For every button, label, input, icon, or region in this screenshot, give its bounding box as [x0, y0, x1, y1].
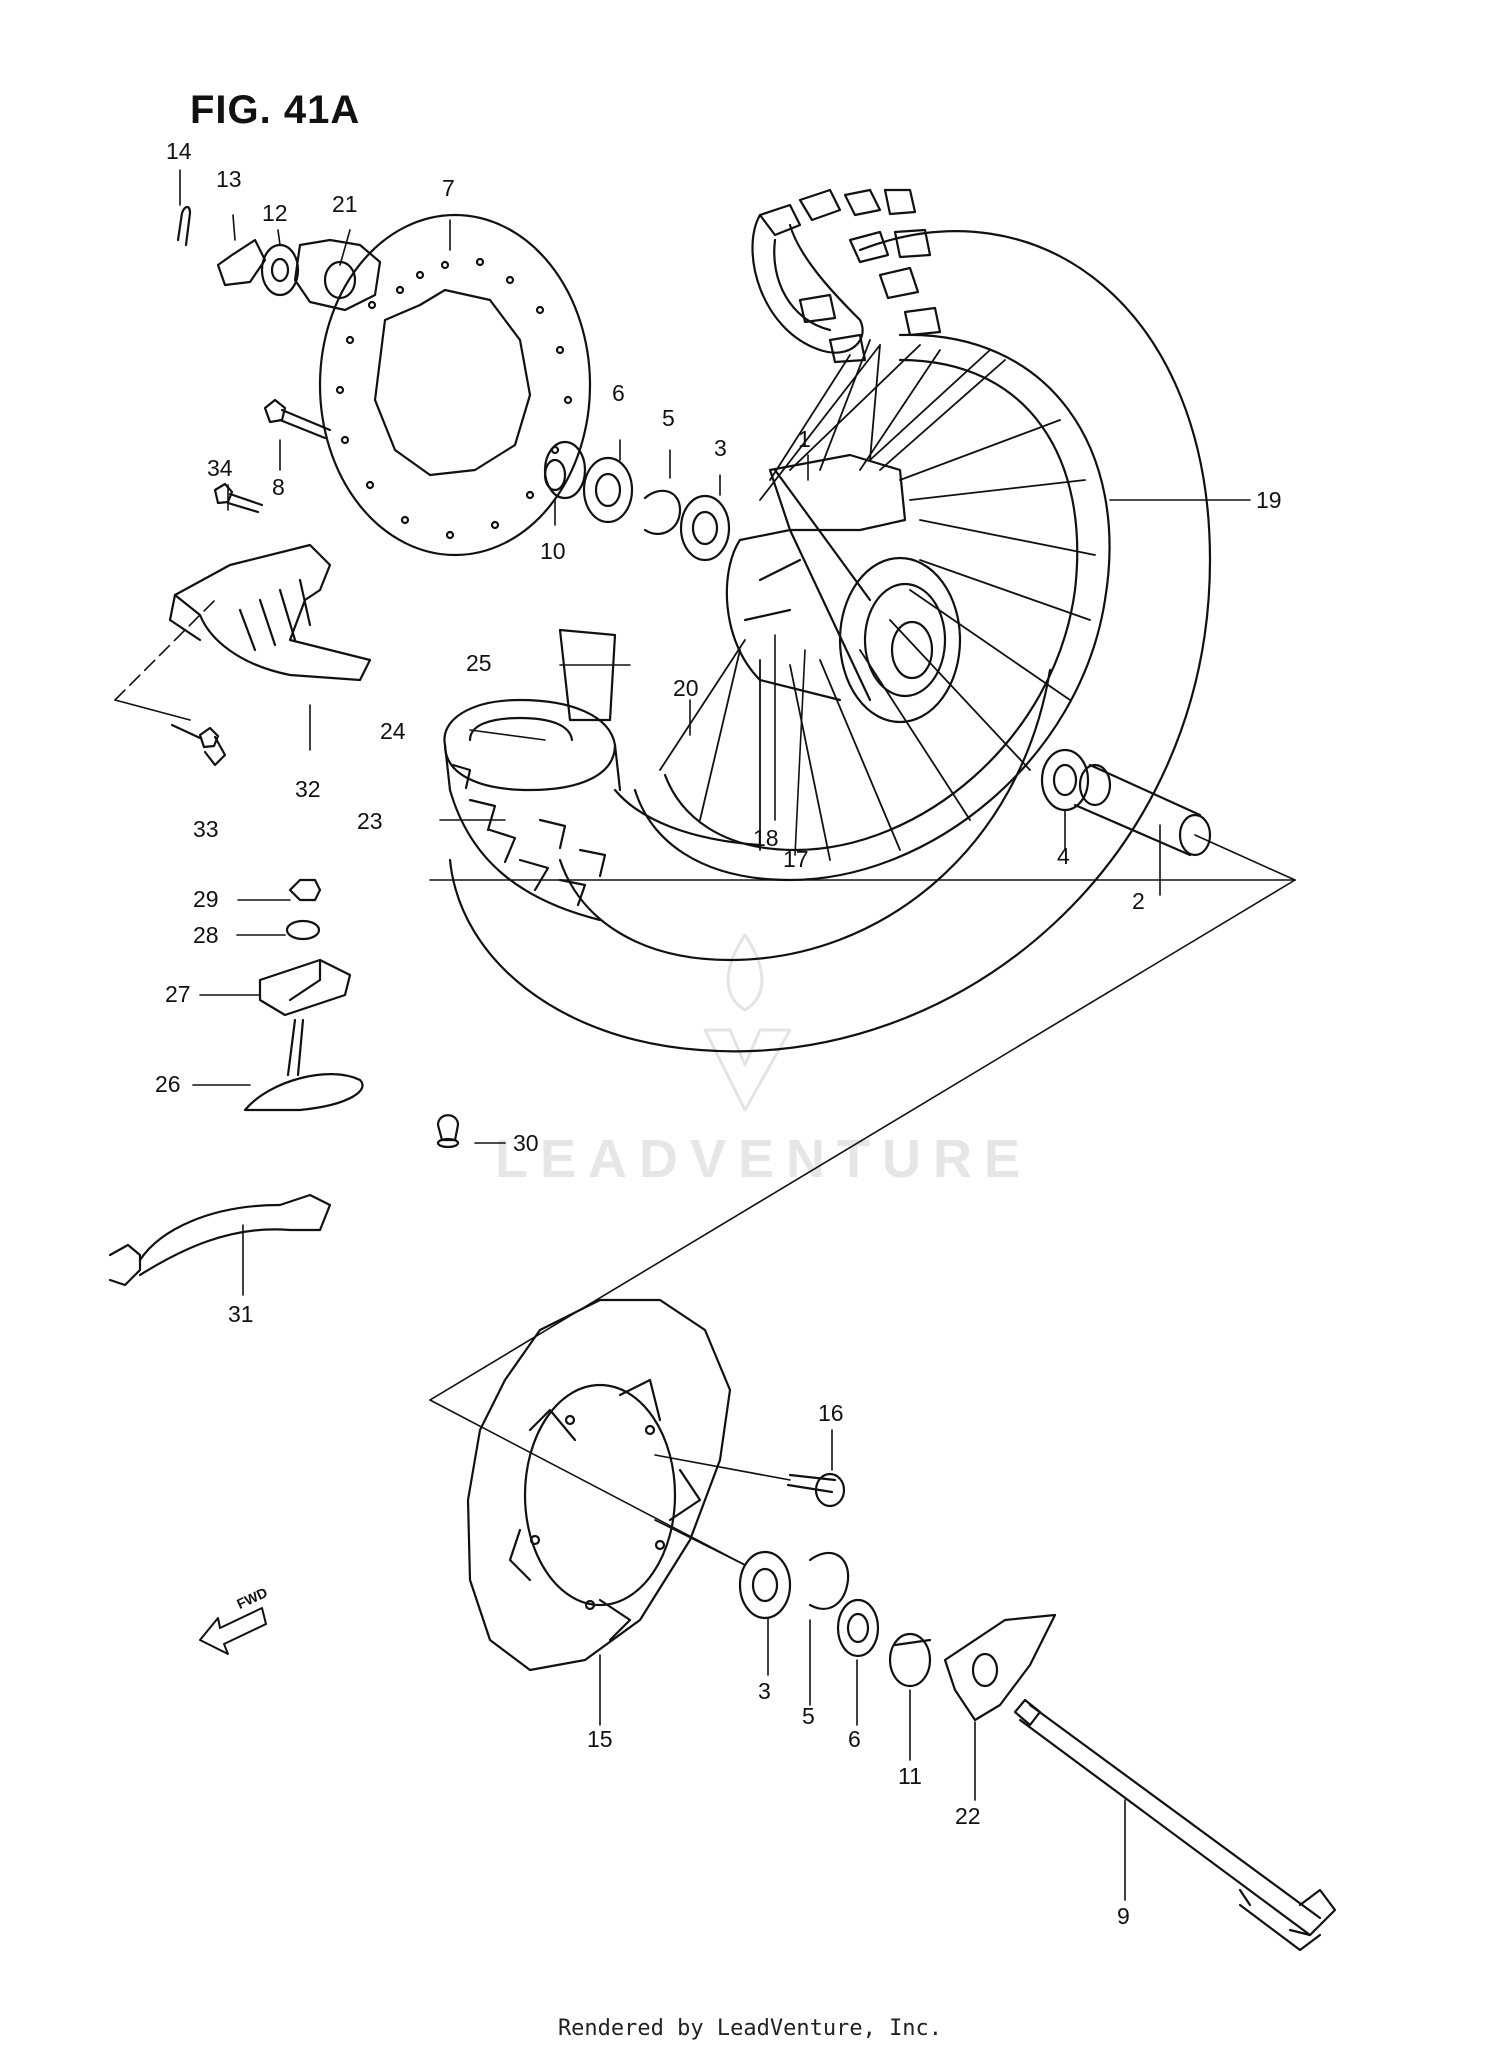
callout-9: 9: [1117, 1903, 1130, 1929]
spokes: [659, 339, 1096, 861]
inner-tube: [443, 628, 762, 922]
callout-2: 2: [1132, 888, 1145, 914]
callout-30: 30: [513, 1130, 539, 1156]
callout-4: 4: [1057, 843, 1070, 869]
callout-23: 23: [357, 808, 383, 834]
callout-34: 34: [207, 455, 233, 481]
callout-21: 21: [332, 191, 358, 217]
spoke-wrench: [108, 1193, 332, 1287]
callout-15: 15: [587, 1726, 613, 1752]
fwd-arrow-icon: [199, 1607, 267, 1655]
callout-6-lower: 6: [848, 1726, 861, 1752]
rear-sprocket: [466, 1298, 732, 1672]
spoke-nipple: [436, 1114, 460, 1149]
callout-13: 13: [216, 166, 242, 192]
rim-lock: [243, 878, 364, 1112]
callout-14: 14: [166, 138, 192, 164]
callout-12: 12: [262, 200, 288, 226]
tire: [448, 188, 1212, 1053]
chain-guard: [168, 482, 372, 767]
callout-33: 33: [193, 816, 219, 842]
callout-24: 24: [380, 718, 406, 744]
callout-26: 26: [155, 1071, 181, 1097]
callout-3-upper: 3: [714, 435, 727, 461]
bolt-16: [786, 1472, 846, 1508]
footer-credit: Rendered by LeadVenture, Inc.: [557, 2016, 943, 2041]
rim: [633, 333, 1111, 882]
watermark-logo: [703, 933, 792, 1112]
callout-29: 29: [193, 886, 219, 912]
callout-28: 28: [193, 922, 219, 948]
callout-7: 7: [442, 175, 455, 201]
figure-title: FIG. 41A: [190, 88, 361, 132]
hub: [725, 453, 962, 724]
callout-1: 1: [798, 426, 811, 452]
callout-5-upper: 5: [662, 405, 675, 431]
upper-bearing-set: [543, 440, 731, 562]
callout-27: 27: [165, 981, 191, 1007]
callout-3-lower: 3: [758, 1678, 771, 1704]
callout-22: 22: [955, 1803, 981, 1829]
watermark-text: LEADVENTURE: [495, 1129, 1033, 1189]
lower-bearing-set: [738, 1550, 1057, 1722]
axle-spacer: [1040, 748, 1212, 857]
callout-17: 17: [783, 846, 809, 872]
axle: [1013, 1698, 1337, 1952]
callout-16: 16: [818, 1400, 844, 1426]
brake-disc: [318, 213, 592, 557]
callout-25: 25: [466, 650, 492, 676]
bolt-8: [263, 398, 332, 440]
callout-5-lower: 5: [802, 1703, 815, 1729]
callout-8: 8: [272, 474, 285, 500]
callout-19: 19: [1256, 487, 1282, 513]
callout-32: 32: [295, 776, 321, 802]
callout-10: 10: [540, 538, 566, 564]
callout-20: 20: [673, 675, 699, 701]
callout-31: 31: [228, 1301, 254, 1327]
callout-18: 18: [753, 825, 779, 851]
leader-lines: [114, 169, 1296, 1901]
callout-6-upper: 6: [612, 380, 625, 406]
callout-11: 11: [898, 1763, 922, 1789]
